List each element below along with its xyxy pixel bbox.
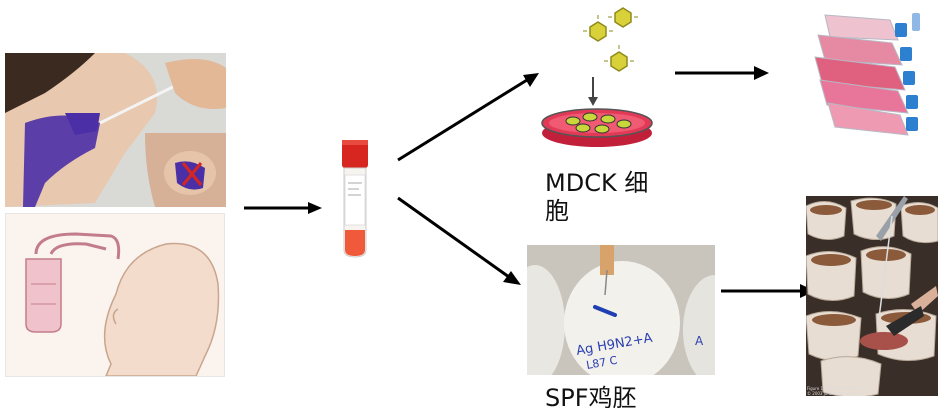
egg-inoculation-illustration: Ag H9N2+A L87 C A [527,245,715,375]
virus-dish-svg [541,7,653,147]
nasal-swab-illustration [5,53,226,207]
aspirate-illustration [6,214,224,376]
culture-flasks-photo [800,5,930,140]
egg-harvest-illustration [806,196,938,396]
arrow-to-opened-eggs [721,284,815,298]
arrow-to-tube [244,202,322,214]
sample-tube-photo [335,135,375,260]
mdck-cell-label-line2: 胞 [545,197,569,225]
virus-particle-icon [589,7,632,72]
arrow-to-flasks [675,66,769,80]
virus-infecting-dish-illustration [535,5,660,150]
nasal-swab-photo [5,53,226,207]
mdck-cell-label-line1: MDCK 细 [545,169,649,197]
figure-caption-line2: © 2003 John Wiley & Sons [807,391,860,396]
nasal-aspirate-drawing [5,213,225,377]
figure-caption-line1: Figure 16-18 Microbiology 4/e [807,386,867,391]
transport-tube-illustration [342,140,368,258]
egg-marking-right: A [695,334,704,348]
arrow-to-spf-egg [397,196,521,285]
egg-inoculation-photo: Ag H9N2+A L87 C A [527,245,715,375]
flasks-illustration [800,5,930,140]
arrow-to-mdck [397,73,539,162]
spf-egg-label: SPF鸡胚 [545,384,637,412]
egg-marking-text-2: L87 C [585,354,618,372]
egg-harvest-photo: Figure 16-18 Microbiology 4/e © 2003 Joh… [806,196,938,396]
